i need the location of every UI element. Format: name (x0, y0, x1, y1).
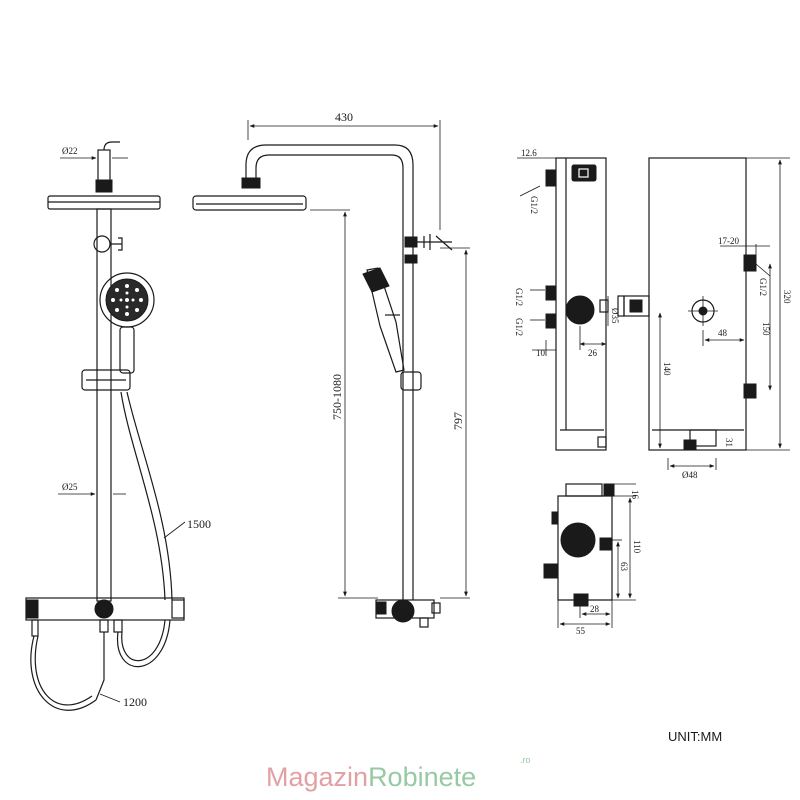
dim-320: 320 (782, 290, 792, 304)
mixer-end-knob (560, 522, 596, 558)
dim-16: 16 (630, 490, 640, 500)
detail-mixer-side: 12.6 G1/2 G1/2 G1/2 10 26 Ø35 (514, 148, 620, 451)
mixer-knob-side (391, 599, 415, 623)
detail-mixer-end: 16 110 63 28 55 (543, 483, 642, 636)
thread-mid2: G1/2 (514, 318, 524, 336)
dim-110: 110 (632, 540, 642, 554)
dim-48: 48 (718, 328, 728, 338)
dim-17-20: 17-20 (718, 236, 739, 246)
inlet-g12-top (545, 169, 557, 187)
dim-26: 26 (588, 348, 598, 358)
dim-height-797: 797 (451, 412, 465, 430)
dim-28: 28 (590, 604, 600, 614)
dim-phi35: Ø35 (610, 308, 620, 324)
inlet-g12-mid1 (545, 285, 557, 301)
top-pipe-bend (103, 141, 120, 151)
dim-hose-1200: 1200 (123, 695, 147, 709)
front-view: Ø22 Ø25 1500 (25, 141, 211, 711)
dim-150: 150 (761, 322, 771, 336)
dim-140: 140 (662, 362, 672, 376)
inlet-g12-mid2 (545, 313, 557, 329)
logo-part2: Robinete (368, 762, 476, 792)
slider-holder (81, 369, 131, 391)
hose-1200 (30, 635, 97, 711)
logo-part1: Magazin (266, 762, 368, 792)
inlet-front-top (743, 254, 757, 272)
shower-head-nut (95, 179, 113, 193)
dim-31: 31 (724, 438, 734, 447)
mixer-body-front (648, 157, 747, 451)
dim-63: 63 (619, 562, 629, 572)
dim-height-range: 750-1080 (330, 374, 344, 420)
mixer-end-cap (25, 599, 39, 619)
dim-10: 10 (536, 348, 546, 358)
logo-suffix: .ro (520, 755, 531, 765)
detail-mixer-front: 17-20 G1/2 320 150 48 140 31 Ø48 (617, 157, 792, 480)
unit-label: UNIT:MM (668, 729, 722, 744)
svg-text:MagazinRobinete: MagazinRobinete (266, 762, 476, 792)
rain-shower-head-side (192, 195, 307, 211)
mixer-knob-detail (565, 295, 595, 325)
thread-front: G1/2 (758, 278, 768, 296)
dim-55: 55 (576, 626, 586, 636)
dim-phi48: Ø48 (682, 470, 698, 480)
side-view: 430 750-1080 797 (192, 110, 470, 628)
dim-hose-1500: 1500 (187, 517, 211, 531)
hose-1500 (126, 391, 173, 601)
thread-top: G1/2 (529, 196, 539, 214)
mixer-knob (94, 599, 114, 619)
dim-riser-diameter: Ø25 (62, 482, 78, 492)
mixer-body-side (555, 157, 607, 451)
slider-side (400, 371, 422, 391)
hand-shower-handle (119, 326, 135, 374)
inlet-front-bottom (743, 383, 757, 399)
watermark-logo: MagazinRobinete .ro (266, 755, 531, 792)
dim-arm-length: 430 (335, 110, 353, 124)
dim-12-6: 12.6 (521, 148, 537, 158)
thread-mid1: G1/2 (514, 288, 524, 306)
riser-pipe (96, 208, 112, 602)
shower-arm (245, 144, 414, 600)
hand-shower-side (366, 267, 405, 373)
dim-top-pipe-diameter: Ø22 (62, 146, 78, 156)
